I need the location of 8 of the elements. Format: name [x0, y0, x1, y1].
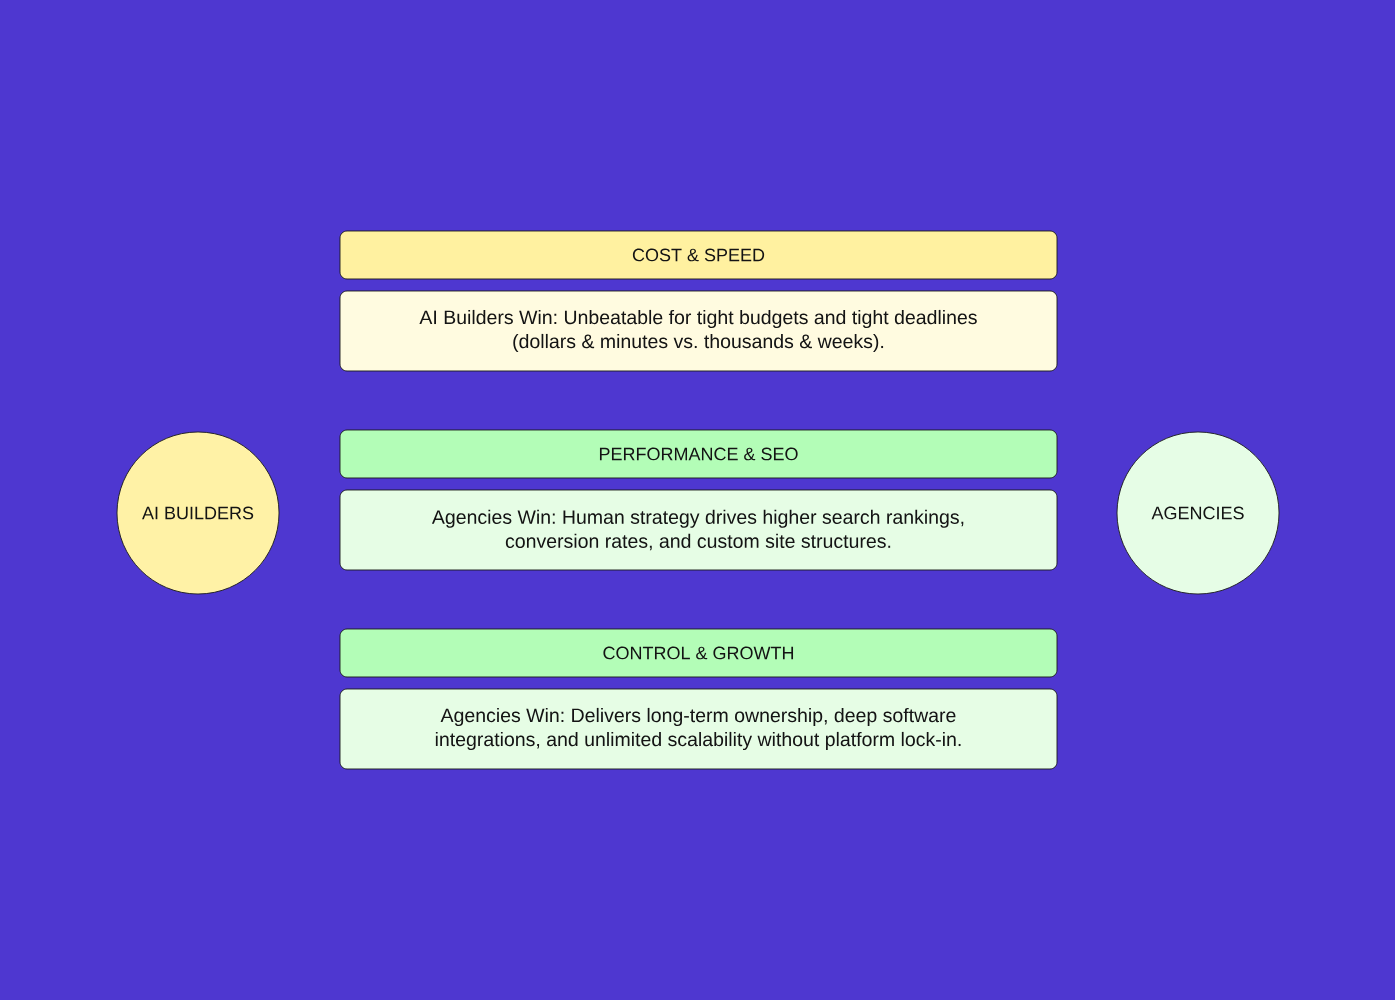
description-box: AI Builders Win: Unbeatable for tight budgets and tight deadlines (dollars & minutes vs. thousands & weeks). — [339, 290, 1058, 372]
header-bar: PERFORMANCE & SEO — [339, 429, 1058, 479]
header-bar: CONTROL & GROWTH — [339, 628, 1058, 678]
circle-node: AI BUILDERS — [116, 431, 280, 595]
circle-node: AGENCIES — [1116, 431, 1280, 595]
description-box: Agencies Win: Delivers long-term ownership, deep software integrations, and unlimited scalability without platform lock-in. — [339, 688, 1058, 770]
header-bar: COST & SPEED — [339, 230, 1058, 280]
description-box: Agencies Win: Human strategy drives higher search rankings, conversion rates, and custom site structures. — [339, 489, 1058, 571]
